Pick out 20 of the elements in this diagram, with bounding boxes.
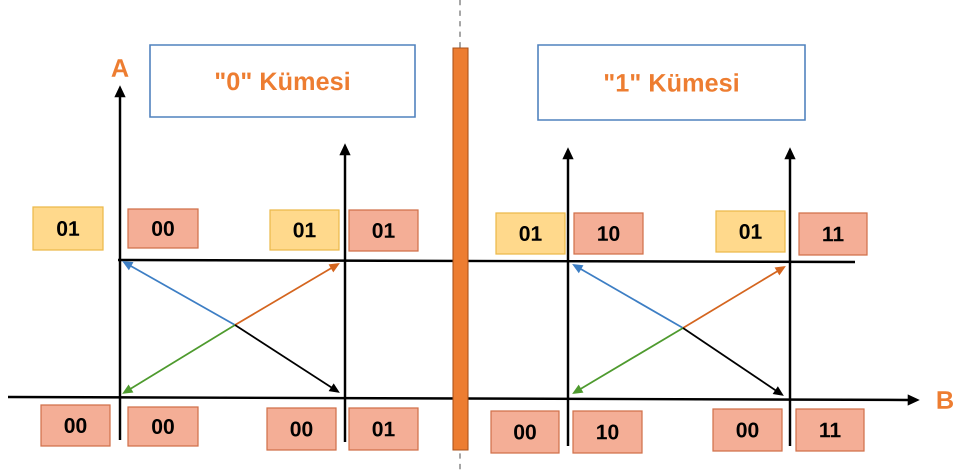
value-box: 00	[712, 408, 783, 452]
value-box: 00	[266, 407, 337, 451]
value-box: 01	[715, 210, 786, 253]
value-box: 10	[572, 410, 643, 454]
value-box: 00	[490, 410, 560, 454]
separator-bar	[452, 47, 469, 451]
set-title-box: "0" Kümesi	[149, 44, 416, 118]
value-box: 00	[127, 406, 199, 447]
value-box: 01	[495, 212, 566, 255]
value-box: 01	[348, 407, 419, 451]
axis-label: B	[938, 391, 953, 409]
value-box: 00	[40, 404, 111, 447]
value-box: 11	[798, 212, 868, 256]
set-title-box: "1" Kümesi	[537, 44, 806, 121]
value-box: 11	[795, 408, 865, 452]
value-box: 10	[573, 212, 644, 255]
value-box: 01	[269, 209, 340, 251]
value-box: 00	[127, 208, 199, 249]
value-box: 01	[32, 206, 104, 251]
value-box: 01	[348, 209, 419, 252]
